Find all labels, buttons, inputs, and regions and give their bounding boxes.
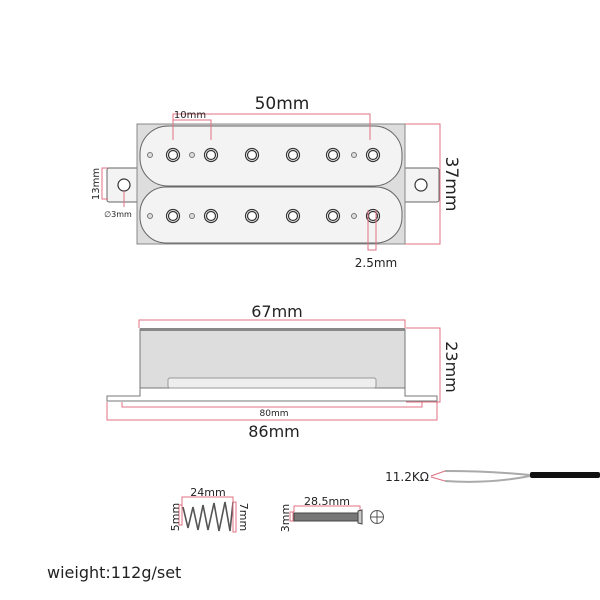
bottom-bobbin xyxy=(139,186,403,244)
top-bobbin xyxy=(139,125,403,187)
bobbin-base xyxy=(167,377,377,389)
top-dimensions xyxy=(101,113,441,251)
spring-small-label: 5mm xyxy=(169,503,182,531)
screw-dot xyxy=(189,152,195,158)
left-mount-hole xyxy=(117,178,131,192)
phillips-head-icon xyxy=(370,510,384,524)
pole-diameter-label: 2.5mm xyxy=(355,256,397,270)
lead-wire xyxy=(430,470,600,483)
screw-dot xyxy=(189,213,195,219)
pole-piece xyxy=(287,210,299,222)
width-50mm-label: 50mm xyxy=(255,94,310,114)
pole-pieces xyxy=(147,147,381,224)
pole-piece xyxy=(367,149,379,161)
screw-diameter-label: 3mm xyxy=(279,504,292,532)
length-86mm-label: 86mm xyxy=(248,422,300,441)
spring-large-label: 7mm xyxy=(237,503,250,531)
pole-piece xyxy=(205,149,217,161)
height-37mm-label: 37mm xyxy=(441,157,461,212)
pole-piece xyxy=(327,149,339,161)
cover-top-edge xyxy=(140,328,405,331)
pole-piece xyxy=(327,210,339,222)
screw-dot xyxy=(147,152,153,158)
pole-piece xyxy=(246,149,258,161)
pole-spacing-label: 10mm xyxy=(174,110,206,121)
screw-dot xyxy=(147,213,153,219)
screw-dot xyxy=(351,152,357,158)
resistance-label: 11.2KΩ xyxy=(385,470,429,484)
cover-67mm-label: 67mm xyxy=(251,302,303,321)
pole-piece xyxy=(167,210,179,222)
height-23mm-label: 23mm xyxy=(442,341,461,393)
screw-dot xyxy=(351,213,357,219)
weight-label: wieight:112g/set xyxy=(47,563,181,582)
pole-piece xyxy=(205,210,217,222)
pole-piece xyxy=(246,210,258,222)
spring xyxy=(178,496,237,533)
right-mount-hole xyxy=(414,178,428,192)
pickup-side-view xyxy=(106,328,438,402)
hole-diameter-label: ∅3mm xyxy=(104,210,132,219)
pickup-top-view xyxy=(106,123,440,245)
spring-length-label: 24mm xyxy=(190,486,225,499)
side-dimensions xyxy=(106,319,441,421)
pole-piece xyxy=(287,149,299,161)
screw xyxy=(289,505,363,525)
mount-80mm-label: 80mm xyxy=(260,409,289,419)
pole-piece xyxy=(167,149,179,161)
tab-13mm-label: 13mm xyxy=(91,168,102,200)
screw-length-label: 28.5mm xyxy=(304,495,350,508)
